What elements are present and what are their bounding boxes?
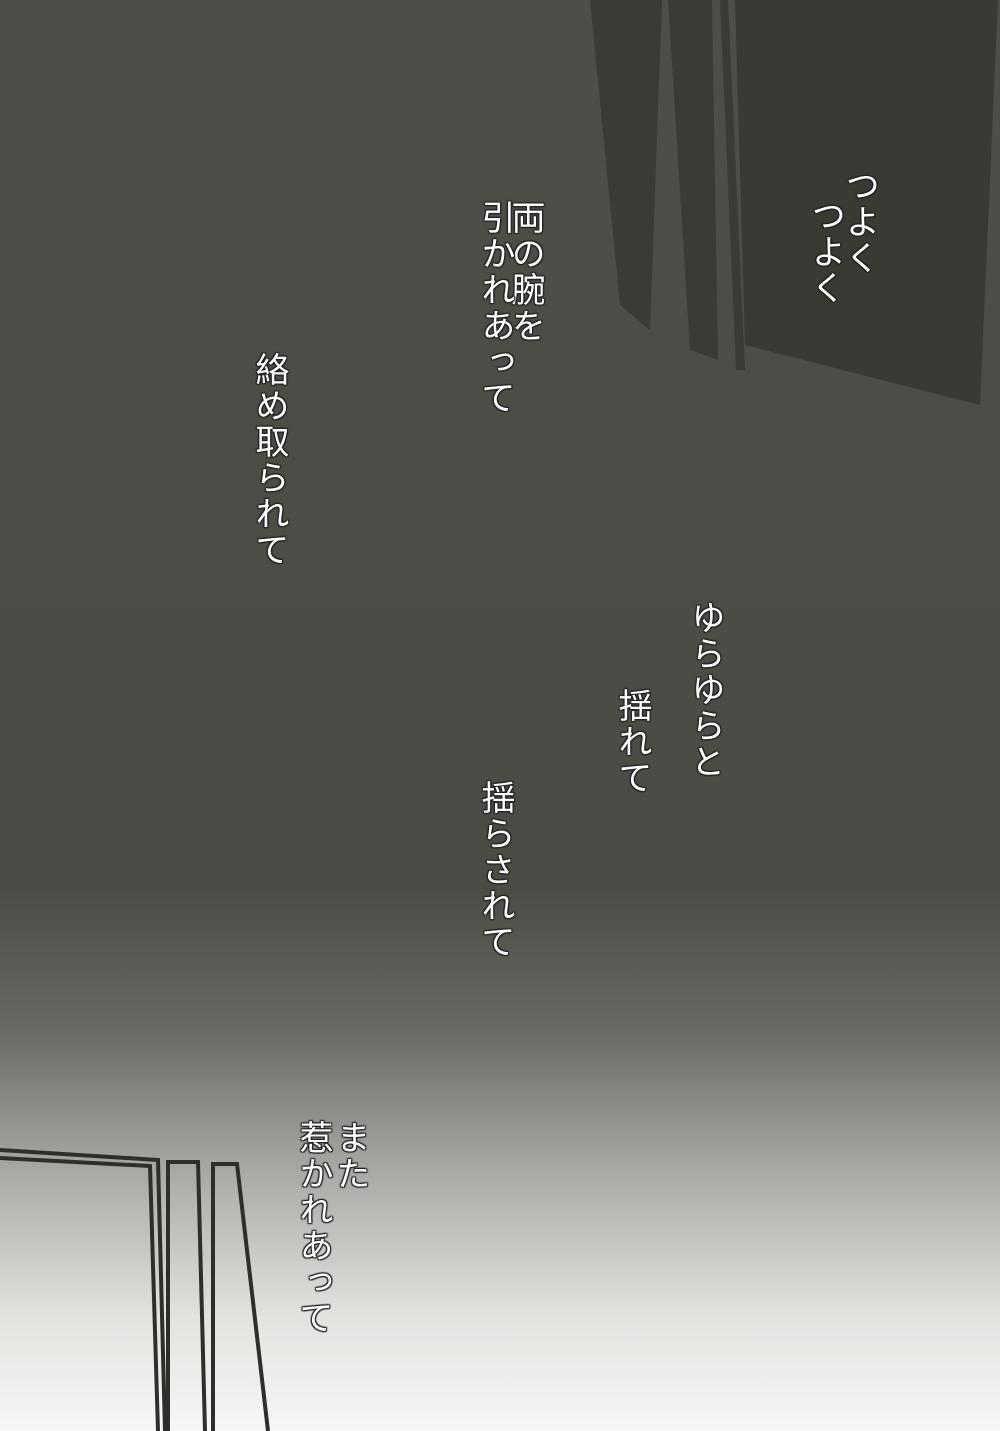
bottom-left-outline-shapes (0, 1148, 270, 1431)
verse-yurasarete: 揺らされて (475, 780, 515, 960)
verse-hikareatte-2: 惹かれあって (293, 1120, 333, 1336)
verse-tsuyoku-2: つよく (805, 198, 845, 306)
top-right-dark-shapes (590, 0, 998, 405)
verse-mata: また (330, 1120, 370, 1192)
verse-yurete: 揺れて (612, 688, 652, 796)
verse-hikareatte: 引かれあって (475, 200, 515, 416)
verse-yurayura: ゆらゆらと (685, 600, 725, 780)
verse-ryou-no-ude: 両の腕を (505, 200, 545, 344)
verse-tsuyoku-1: つよく (839, 168, 879, 276)
verse-karametorarete: 絡め取られて (249, 352, 289, 568)
